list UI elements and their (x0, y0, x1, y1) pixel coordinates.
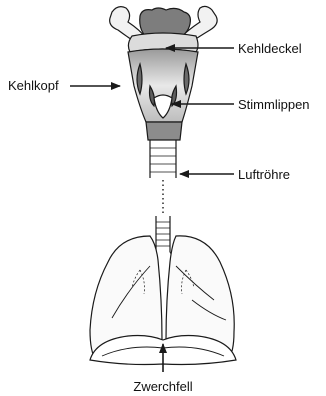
label-kehlkopf: Kehlkopf (8, 78, 120, 93)
label-stimmlippen-text: Stimmlippen (238, 97, 310, 112)
trachea-rings-upper (150, 148, 176, 172)
label-luftroehre-text: Luftröhre (238, 167, 290, 182)
label-kehlkopf-text: Kehlkopf (8, 78, 59, 93)
label-luftroehre: Luftröhre (180, 167, 290, 182)
label-zwerchfell-text: Zwerchfell (133, 379, 192, 394)
label-stimmlippen: Stimmlippen (172, 97, 310, 112)
label-kehldeckel-text: Kehldeckel (238, 41, 302, 56)
larynx-illustration (110, 6, 217, 178)
lungs-illustration (90, 216, 236, 365)
cricoid-cartilage (146, 122, 182, 140)
trachea-rings-lower (156, 222, 170, 246)
